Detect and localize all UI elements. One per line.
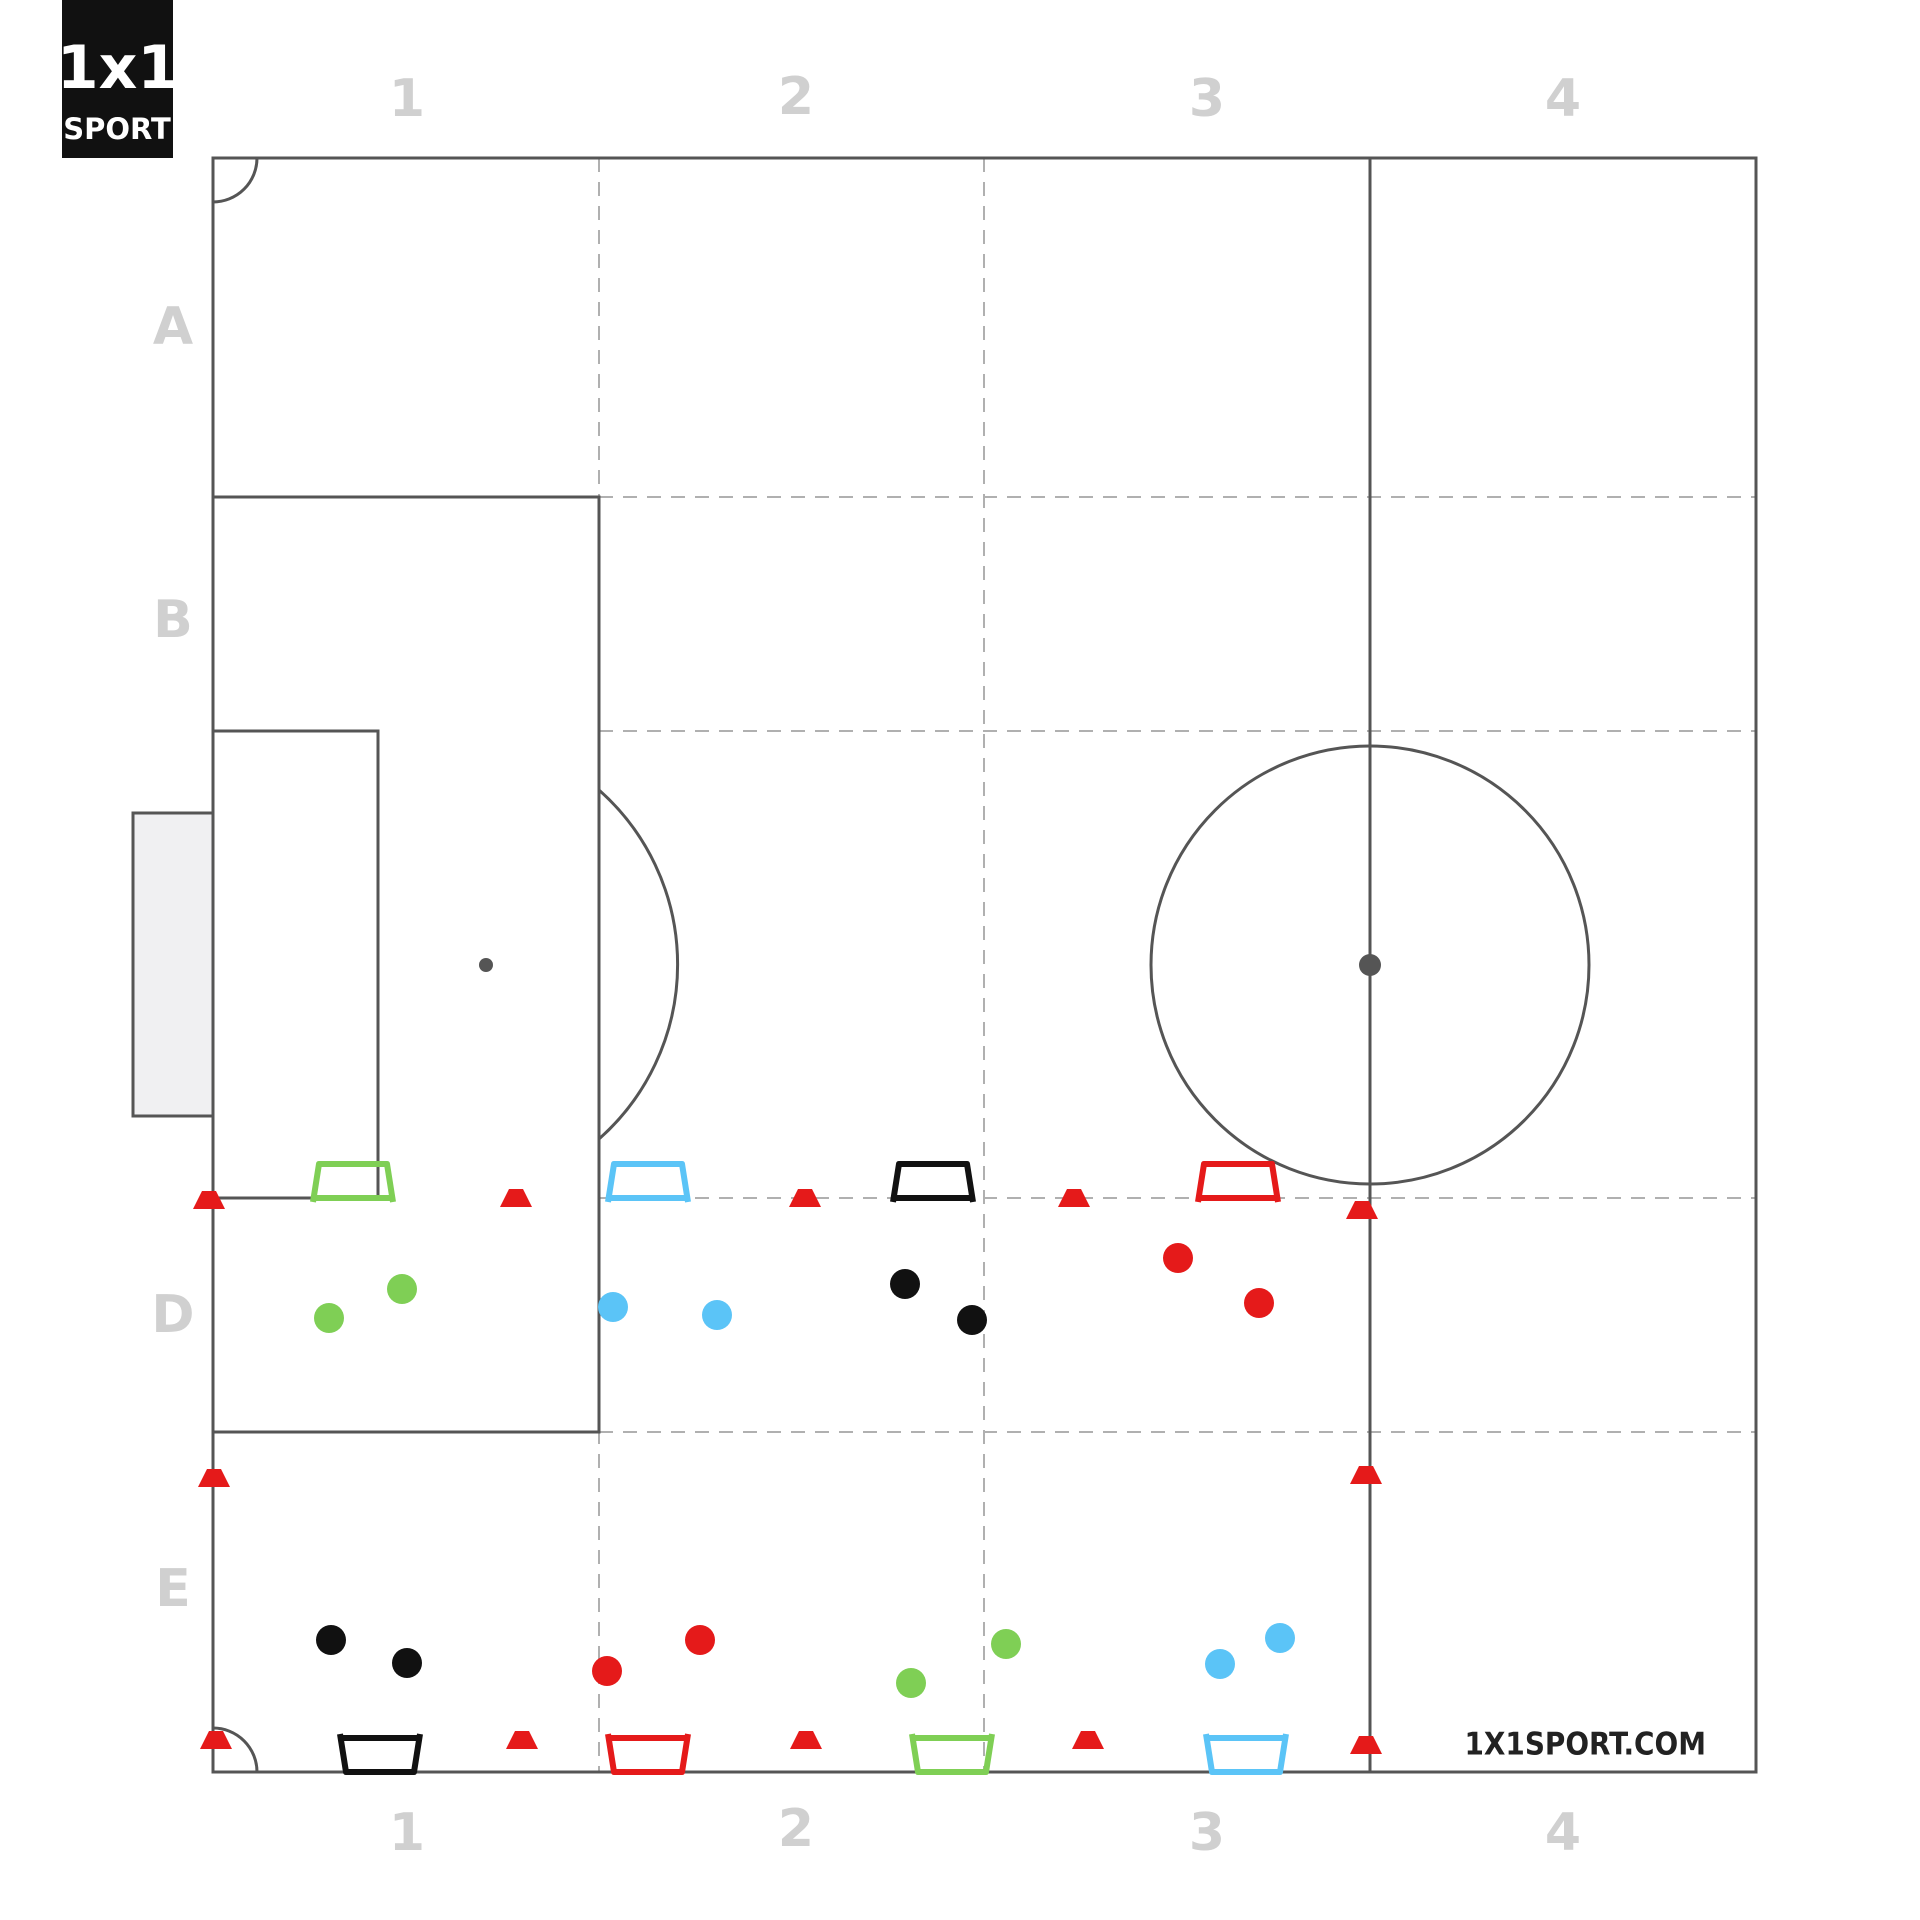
mini-goal-black: [337, 1733, 423, 1775]
mini-goal-red: [605, 1733, 691, 1775]
player-blue: [598, 1292, 628, 1322]
player-blue: [1205, 1649, 1235, 1679]
player-black: [392, 1648, 422, 1678]
marker-cone: [500, 1189, 532, 1207]
center-circle: [1149, 744, 1591, 1186]
player-blue: [1265, 1623, 1295, 1653]
marker-cone: [1350, 1736, 1382, 1754]
column-labels-top: 1 2 3 4: [389, 67, 1581, 129]
mini-goal-blue: [605, 1161, 691, 1203]
marker-cones: [193, 1189, 1382, 1754]
marker-cone: [193, 1191, 225, 1209]
marker-cone: [198, 1469, 230, 1487]
player-green: [387, 1274, 417, 1304]
mini-goal-red: [1195, 1161, 1281, 1203]
brand-logo: 1x1 SPORT: [57, 0, 179, 158]
goal: [131, 811, 215, 1118]
marker-cone: [200, 1731, 232, 1749]
marker-cone: [790, 1731, 822, 1749]
column-label-4: 4: [1545, 69, 1581, 129]
marker-cone: [506, 1731, 538, 1749]
mini-goal-green: [909, 1733, 995, 1775]
marker-cone: [1072, 1731, 1104, 1749]
player-green: [896, 1668, 926, 1698]
pitch-markings: [131, 156, 1758, 1774]
grid-dashed-lines: [598, 158, 1756, 1772]
players: [314, 1243, 1295, 1698]
logo-background: [62, 0, 173, 158]
player-black: [890, 1269, 920, 1299]
marker-cone: [1058, 1189, 1090, 1207]
website-url: 1X1SPORT.COM: [1465, 1727, 1706, 1763]
mini-goal-blue: [1203, 1733, 1289, 1775]
center-spot: [1359, 954, 1381, 976]
corner-arc-top: [212, 157, 259, 204]
column-label-4: 4: [1545, 1803, 1581, 1863]
corner-arc-bottom: [212, 1726, 259, 1773]
penalty-arc: [598, 788, 680, 1141]
player-red: [1244, 1288, 1274, 1318]
column-label-1: 1: [389, 1803, 425, 1863]
marker-cone: [1350, 1466, 1382, 1484]
player-blue: [702, 1300, 732, 1330]
column-label-2: 2: [778, 1799, 814, 1859]
marker-cone: [1346, 1201, 1378, 1219]
player-red: [592, 1656, 622, 1686]
goal-area: [211, 729, 380, 1200]
mini-goal-green: [310, 1161, 396, 1203]
logo-mark: 1x1: [57, 33, 179, 103]
column-label-3: 3: [1189, 69, 1225, 129]
row-label-d: D: [151, 1285, 194, 1345]
row-label-b: B: [153, 590, 193, 650]
player-green: [991, 1629, 1021, 1659]
player-red: [1163, 1243, 1193, 1273]
player-red: [685, 1625, 715, 1655]
column-label-3: 3: [1189, 1803, 1225, 1863]
column-label-1: 1: [389, 69, 425, 129]
marker-cone: [789, 1189, 821, 1207]
mini-goals: [310, 1161, 1289, 1775]
logo-word: SPORT: [63, 112, 171, 146]
penalty-spot: [479, 958, 493, 972]
player-black: [316, 1625, 346, 1655]
player-green: [314, 1303, 344, 1333]
column-labels-bottom: 1 2 3 4: [389, 1799, 1581, 1863]
player-black: [957, 1305, 987, 1335]
column-label-2: 2: [778, 67, 814, 127]
row-label-e: E: [155, 1559, 191, 1619]
mini-goal-black: [890, 1161, 976, 1203]
row-label-a: A: [153, 297, 193, 357]
